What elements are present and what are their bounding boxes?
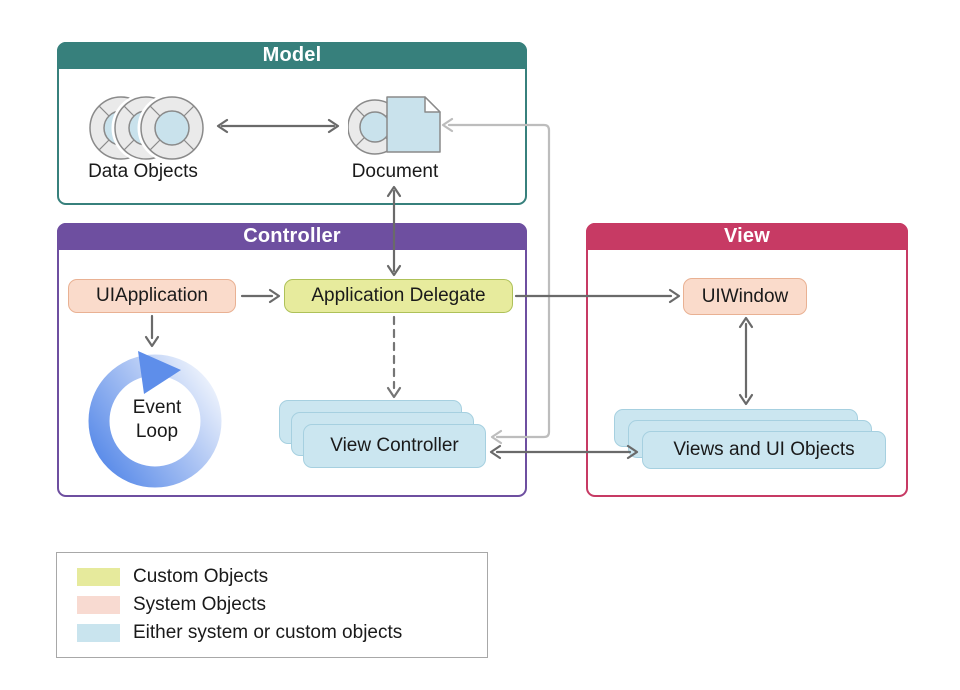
legend-row-system: System Objects bbox=[77, 594, 487, 615]
uiapplication-label: UIApplication bbox=[96, 285, 208, 306]
system-objects-legend-label: System Objects bbox=[133, 594, 267, 615]
controller-group-title: Controller bbox=[243, 225, 341, 247]
views-ui-objects-label: Views and UI Objects bbox=[673, 439, 855, 460]
system-objects-swatch bbox=[77, 596, 120, 614]
view-controller-stack: View Controller bbox=[279, 400, 489, 470]
controller-group-header: Controller bbox=[57, 223, 527, 250]
data-objects-label: Data Objects bbox=[88, 161, 198, 182]
application-delegate-box: Application Delegate bbox=[284, 279, 513, 313]
view-controller-label: View Controller bbox=[330, 435, 459, 456]
uiapplication-box: UIApplication bbox=[68, 279, 236, 313]
views-ui-objects-stack: Views and UI Objects bbox=[614, 409, 889, 471]
uiwindow-label: UIWindow bbox=[701, 285, 789, 307]
event-loop-label: Event Loop bbox=[132, 397, 182, 442]
model-group-title: Model bbox=[262, 44, 322, 66]
event-loop-icon bbox=[88, 351, 222, 488]
view-group-header: View bbox=[586, 223, 908, 250]
data-objects-icon bbox=[89, 95, 206, 163]
view-group-title: View bbox=[723, 225, 770, 247]
legend-row-either: Either system or custom objects bbox=[77, 622, 487, 643]
application-delegate-label: Application Delegate bbox=[311, 285, 486, 306]
either-objects-legend-label: Either system or custom objects bbox=[133, 622, 403, 643]
document-label: Document bbox=[351, 161, 439, 182]
custom-objects-swatch bbox=[77, 568, 120, 586]
legend-row-custom: Custom Objects bbox=[77, 566, 487, 587]
legend: Custom Objects System Objects Either sys… bbox=[56, 552, 488, 658]
model-group-header: Model bbox=[57, 42, 527, 69]
uiwindow-box: UIWindow bbox=[683, 278, 807, 315]
views-ui-objects-box: Views and UI Objects bbox=[642, 431, 886, 469]
document-icon bbox=[348, 96, 441, 155]
custom-objects-legend-label: Custom Objects bbox=[133, 566, 269, 587]
view-controller-box: View Controller bbox=[303, 424, 486, 468]
either-objects-swatch bbox=[77, 624, 120, 642]
